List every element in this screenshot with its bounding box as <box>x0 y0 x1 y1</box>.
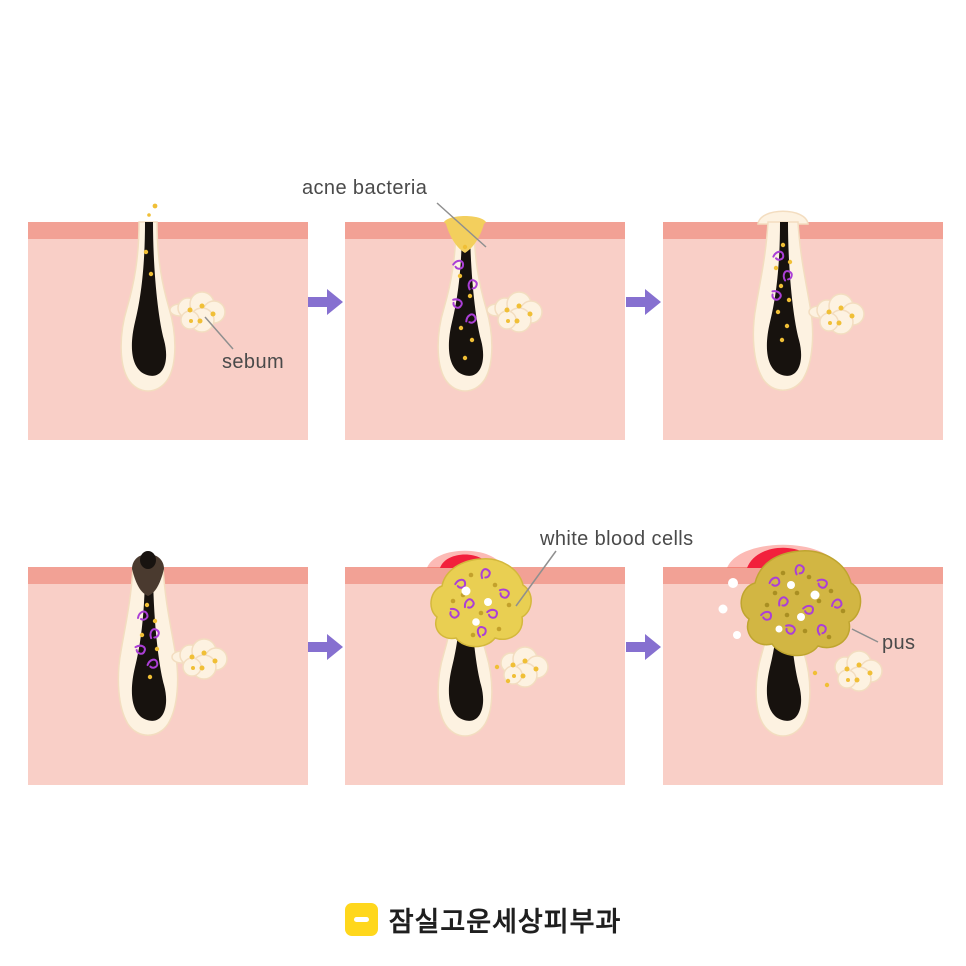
stage-5-pustule-panel <box>345 545 625 785</box>
sebum-dots <box>812 670 830 688</box>
arrow-right-icon <box>626 287 662 317</box>
minus-icon <box>353 917 369 922</box>
stage-2-illustration <box>345 216 625 440</box>
stage-6-illustration <box>663 544 943 785</box>
stage-2-clogged-pore-panel <box>345 200 625 440</box>
stage-1-normal-follicle-panel <box>28 200 308 440</box>
sebum-dots <box>773 242 793 343</box>
sebum-dots <box>139 602 160 680</box>
stage-4-blackhead-panel <box>28 545 308 785</box>
sebum-dots <box>494 664 511 684</box>
stage-3-illustration <box>663 210 943 440</box>
white-blood-cell-dots <box>718 578 820 639</box>
stage-3-whitehead-panel <box>663 200 943 440</box>
pus-label: pus <box>882 632 916 654</box>
clinic-name: 잠실고운세상피부과 <box>388 907 622 937</box>
white-blood-cells-label: white blood cells <box>540 528 694 550</box>
arrow-right-icon <box>626 632 662 662</box>
arrow-right-icon <box>308 287 344 317</box>
white-blood-cell-dots <box>461 586 492 626</box>
footer: 잠실고운세상피부과 <box>0 900 966 939</box>
stage-4-illustration <box>28 551 308 785</box>
pus-sac <box>740 550 862 657</box>
arrow-right-icon <box>308 632 344 662</box>
sebum-label: sebum <box>222 351 285 373</box>
stage-1-illustration <box>28 203 308 440</box>
blackhead-plug <box>132 554 164 596</box>
logo-icon <box>344 903 378 936</box>
pus-dots <box>450 572 512 638</box>
stage-5-illustration <box>345 550 625 785</box>
acne-bacteria-label: acne bacteria <box>302 177 428 199</box>
sebum-dots <box>143 203 158 277</box>
pus-dots <box>764 570 846 640</box>
closed-comedone-bump <box>757 210 809 225</box>
stage-6-severe-pustule-panel <box>663 544 943 785</box>
